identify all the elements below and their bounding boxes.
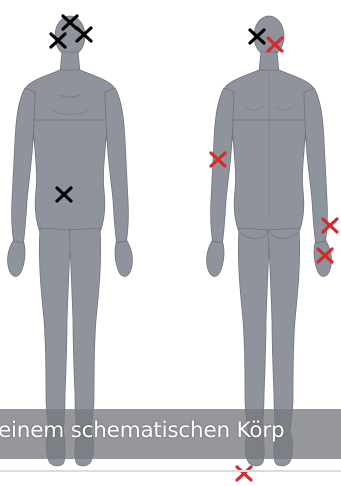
caption-text: einem schematischen Körp: [0, 418, 284, 443]
back-body-figure: [207, 16, 332, 466]
marker-back-foot-red: [237, 467, 251, 480]
bottom-divider: [0, 470, 341, 472]
caption-overlay: einem schematischen Körp: [0, 409, 341, 459]
front-body-figure: [8, 16, 133, 466]
